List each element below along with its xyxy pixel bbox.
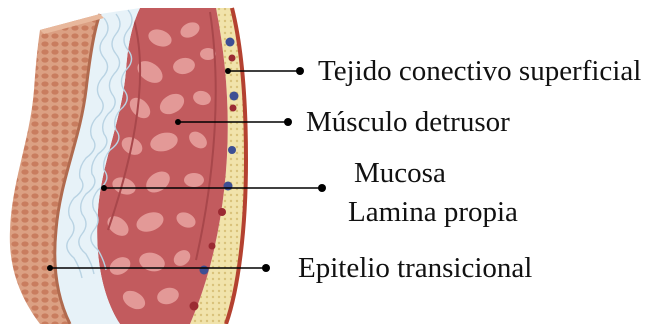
leader-dot-connective-end xyxy=(296,67,304,75)
label-lamina-propia: Lamina propia xyxy=(348,198,518,227)
leader-dot-epithelium xyxy=(47,265,53,271)
label-mucosa: Mucosa xyxy=(354,159,446,188)
leader-dot-detrusor-end xyxy=(284,118,292,126)
label-transitional-epithelium: Epitelio transicional xyxy=(298,254,532,283)
leader-dot-detrusor xyxy=(175,119,181,125)
leader-dot-mucosa xyxy=(101,185,107,191)
leader-dot-connective xyxy=(225,68,231,74)
label-connective-tissue: Tejido conectivo superficial xyxy=(318,57,641,86)
leader-dot-epithelium-end xyxy=(262,264,270,272)
leader-dot-mucosa-end xyxy=(318,184,326,192)
label-detrusor-muscle: Músculo detrusor xyxy=(306,108,510,137)
